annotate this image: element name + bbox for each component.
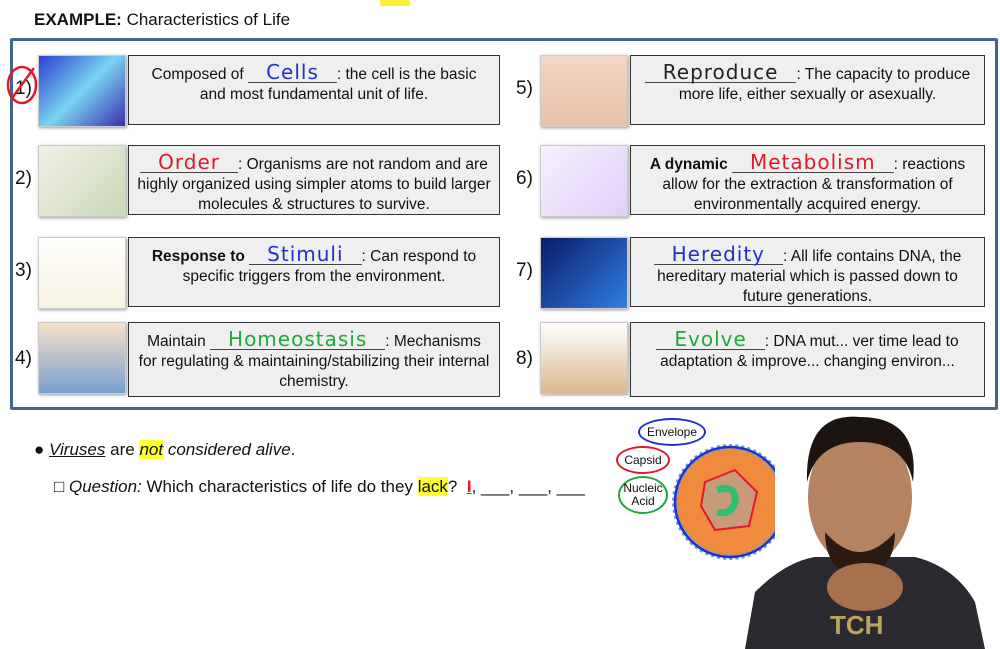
characteristic-card: Reproduce: The capacity to produce more … xyxy=(630,55,985,125)
item-number: 8) xyxy=(516,347,533,369)
characteristic-card: Heredity: All life contains DNA, the her… xyxy=(630,237,985,307)
characteristic-card: Order: Organisms are not random and are … xyxy=(128,145,500,215)
item-number: 3) xyxy=(15,260,32,281)
handwritten-answer: Evolve xyxy=(656,329,765,350)
dna-image xyxy=(540,237,628,309)
label-envelope: Envelope xyxy=(638,418,706,446)
handwritten-answer: Metabolism xyxy=(732,152,894,173)
question-line: □ Question: Which characteristics of lif… xyxy=(54,477,586,496)
virus-illustration xyxy=(672,444,775,560)
characteristic-card: Maintain Homeostasis: Mechanisms for reg… xyxy=(128,322,500,397)
characteristics-frame xyxy=(10,38,998,410)
characteristic-card: A dynamic Metabolism: reactions allow fo… xyxy=(630,145,985,215)
highlight-mark xyxy=(380,0,410,6)
handwritten-answer: Order xyxy=(140,152,238,173)
item-number: 2) xyxy=(15,168,32,189)
slide-title: EXAMPLE: Characteristics of Life xyxy=(34,10,291,29)
metabolic-pathways-image xyxy=(540,145,628,217)
handwritten-answer: Reproduce xyxy=(644,62,797,83)
label-capsid: Capsid xyxy=(616,446,670,474)
item-number: 4) xyxy=(15,347,32,369)
evolution-image xyxy=(540,322,628,394)
label-nucleic-acid: Nucleic Acid xyxy=(618,476,668,514)
item-number: 7) xyxy=(516,260,533,281)
hand-drawn-circle-icon xyxy=(6,65,38,105)
baby-image xyxy=(540,55,628,127)
item-number: 5) xyxy=(516,78,533,99)
characteristic-card: Composed of Cells: the cell is the basic… xyxy=(128,55,500,125)
cells-image xyxy=(38,55,126,127)
characteristic-card: Evolve: DNA mut... ver time lead to adap… xyxy=(630,322,985,397)
handwritten-answer: Stimuli xyxy=(249,244,362,265)
item-number: 6) xyxy=(516,168,533,189)
biochemistry-diagram-image xyxy=(38,145,126,217)
presenter-video: TCH xyxy=(745,416,985,649)
handwritten-answer: Homeostasis xyxy=(210,329,386,350)
svg-text:TCH: TCH xyxy=(830,610,883,640)
characteristic-card: Response to Stimuli: Can respond to spec… xyxy=(128,237,500,307)
sweating-man-image xyxy=(38,322,126,394)
item-number: 1) xyxy=(15,78,32,99)
plant-light-image xyxy=(38,237,126,309)
virus-bullet: ● Viruses are not considered alive. xyxy=(34,440,296,459)
handwritten-answer: Heredity xyxy=(653,244,784,265)
handwritten-answer: Cells xyxy=(248,62,337,83)
